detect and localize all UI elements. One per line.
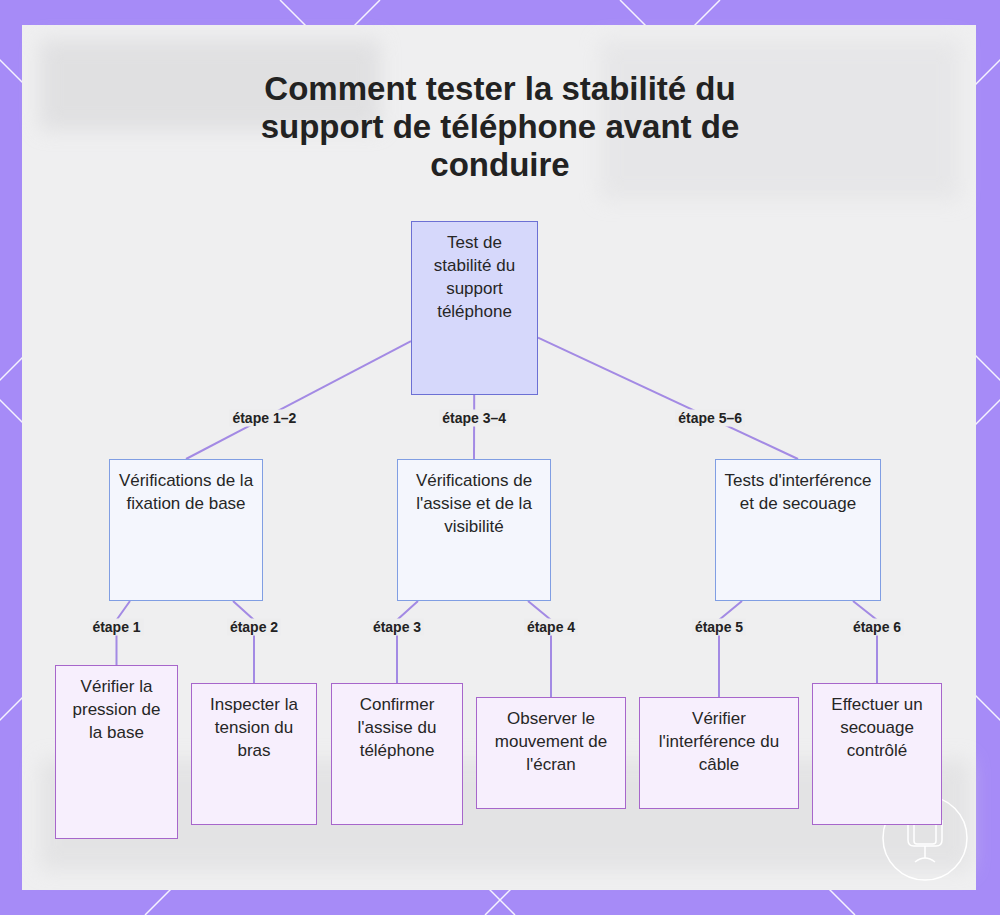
node-text: Confirmer l'assise du téléphone (340, 693, 454, 762)
node-text: Test de stabilité du support téléphone (420, 231, 529, 323)
step-label: étape 3–4 (439, 410, 509, 427)
step-box: Observer le mouvement de l'écran (476, 697, 626, 809)
node-text: Effectuer un secouage contrôlé (821, 693, 933, 762)
step-label: étape 6 (850, 619, 904, 636)
node-text: Vérifier l'interférence du câble (648, 707, 790, 776)
root-box: Test de stabilité du support téléphone (411, 221, 538, 395)
node-text: Tests d'interférence et de secouage (724, 469, 872, 515)
connector-line (538, 338, 798, 459)
group-box: Tests d'interférence et de secouage (715, 459, 881, 601)
inner-panel (22, 25, 976, 890)
connector-line (186, 341, 411, 459)
step-label: étape 5–6 (675, 410, 745, 427)
step-box: Inspecter la tension du bras (191, 683, 317, 825)
group-box: Vérifications de la fixation de base (109, 459, 263, 601)
step-box: Effectuer un secouage contrôlé (812, 683, 942, 825)
blurred-photo (40, 40, 970, 870)
connector-line (528, 601, 551, 697)
step-label: étape 2 (227, 619, 281, 636)
connector-line (233, 601, 254, 683)
step-box: Confirmer l'assise du téléphone (331, 683, 463, 825)
step-box: Vérifier la pression de la base (55, 665, 178, 839)
connector-line (853, 601, 877, 683)
step-label: étape 4 (524, 619, 578, 636)
connector-line (473, 395, 475, 459)
node-text: Observer le mouvement de l'écran (485, 707, 617, 776)
step-label: étape 3 (370, 619, 424, 636)
step-label: étape 1 (89, 619, 143, 636)
connector-line (397, 601, 418, 683)
node-text: Vérifications de la fixation de base (118, 469, 254, 515)
node-text: Vérifier la pression de la base (64, 675, 169, 744)
group-box: Vérifications de l'assise et de la visib… (397, 459, 551, 601)
node-text: Inspecter la tension du bras (200, 693, 308, 762)
diagram-title: Comment tester la stabilité du support d… (220, 70, 780, 184)
step-box: Vérifier l'interférence du câble (639, 697, 799, 809)
node-text: Vérifications de l'assise et de la visib… (406, 469, 542, 538)
connector-line (719, 601, 742, 697)
step-label: étape 1–2 (229, 410, 299, 427)
step-label: étape 5 (692, 619, 746, 636)
